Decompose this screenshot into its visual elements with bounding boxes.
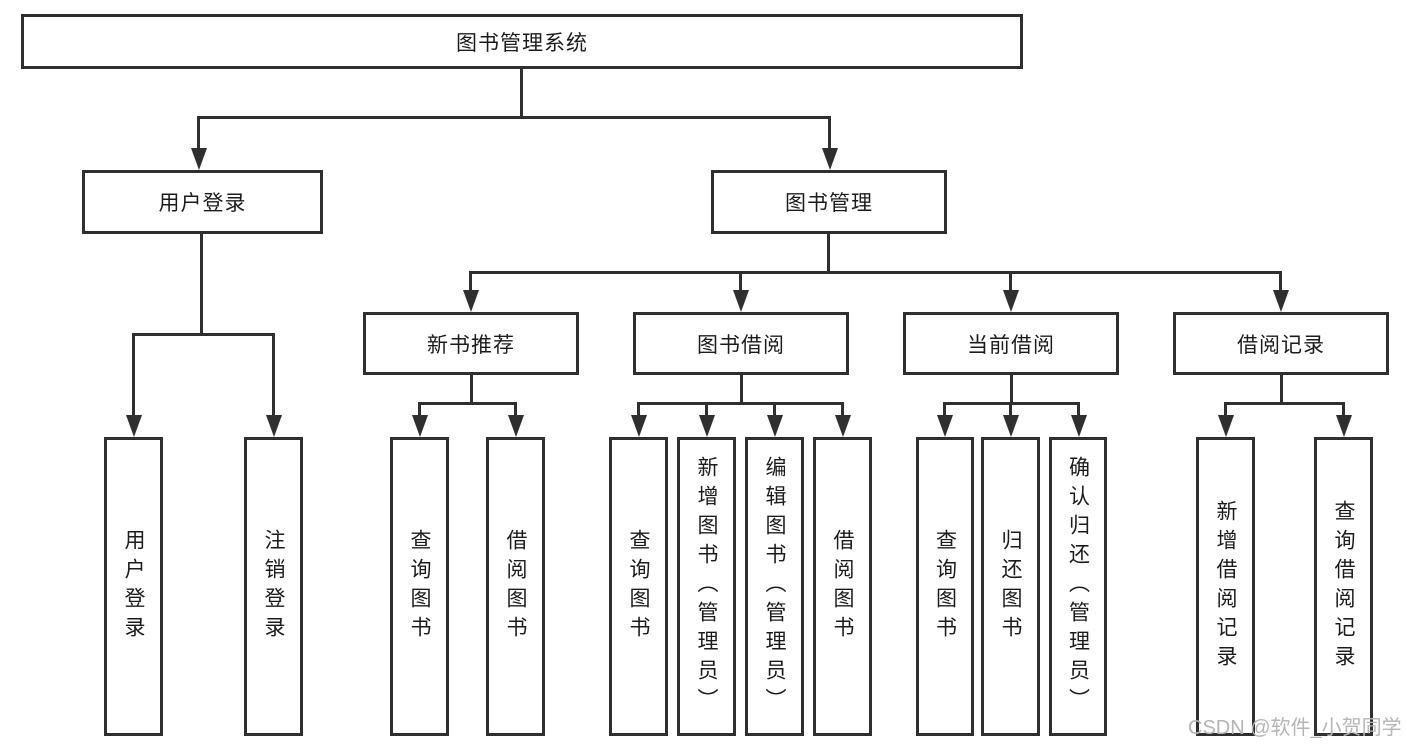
leaf-bb-borrow-books-label: 借阅图书 [831,528,854,645]
connector-drop-current-borrowing [1009,271,1012,290]
node-new-book-recommendation: 新书推荐 [363,312,579,375]
node-root: 图书管理系统 [21,14,1023,69]
leaf-cb-return-books: 归还图书 [981,437,1040,736]
arrowhead-bb-edit [767,415,783,437]
arrowhead-borrowing-records [1273,290,1289,312]
node-current-borrowing: 当前借阅 [903,312,1119,375]
leaf-bb-add-books-admin-label: 新增图书（管理员） [695,456,718,717]
leaf-user-login-label: 用户登录 [122,528,145,645]
connector-borrowing-records-stem [1280,375,1283,404]
connector-root-stem [520,69,523,118]
leaf-cb-return-books-label: 归还图书 [999,528,1022,645]
connector-root-rail [197,116,831,119]
leaf-logout: 注销登录 [244,437,303,736]
connector-book-borrowing-rail [637,402,844,405]
node-book-management: 图书管理 [711,170,947,234]
connector-drop-nb-query [418,402,421,415]
connector-drop-bb-add [705,402,708,415]
leaf-cb-query-books-label: 查询图书 [933,528,957,645]
arrowhead-br-query [1336,415,1352,437]
connector-book-borrowing-stem [740,375,743,404]
leaf-bb-edit-books-admin-label: 编辑图书（管理员） [763,456,786,717]
arrowhead-book-borrowing [733,290,749,312]
connector-drop-nb-borrow [514,402,517,415]
leaf-bb-query-books: 查询图书 [609,437,668,736]
arrowhead-current-borrowing [1003,290,1019,312]
arrowhead-bb-query [631,415,647,437]
connector-drop-leaf-login [132,333,135,415]
node-user-login: 用户登录 [82,170,323,234]
connector-drop-cb-confirm [1077,402,1080,415]
connector-drop-br-query [1342,402,1345,415]
leaf-nb-query-books-label: 查询图书 [408,528,431,645]
leaf-bb-add-books-admin: 新增图书（管理员） [677,437,736,736]
connector-drop-book-management [828,116,831,150]
leaf-br-add-record: 新增借阅记录 [1196,437,1255,736]
connector-drop-user-login [197,116,200,150]
connector-drop-bb-borrow [841,402,844,415]
leaf-nb-borrow-books-label: 借阅图书 [504,528,527,645]
arrowhead-book-management [822,148,838,170]
connector-current-borrowing-stem [1010,375,1013,404]
arrowhead-new-book [463,290,479,312]
connector-book-management-stem [827,234,830,274]
connector-drop-leaf-logout [272,333,275,415]
connector-drop-bb-edit [773,402,776,415]
connector-drop-new-book [469,271,472,290]
connector-drop-cb-query [943,402,946,415]
leaf-cb-confirm-return-admin-label: 确认归还（管理员） [1066,456,1090,717]
arrowhead-nb-query [412,415,428,437]
arrowhead-br-add [1218,415,1234,437]
arrowhead-cb-confirm [1071,415,1087,437]
connector-new-book-rail [418,402,517,405]
leaf-nb-query-books: 查询图书 [390,437,449,736]
connector-book-management-rail [469,271,1282,274]
leaf-br-query-record-label: 查询借阅记录 [1332,499,1355,674]
leaf-br-query-record: 查询借阅记录 [1314,437,1373,736]
connector-drop-book-borrowing [739,271,742,290]
csdn-watermark: CSDN @软件_小贺同学 [1188,717,1402,739]
node-book-management-label: 图书管理 [785,192,873,215]
arrowhead-nb-borrow [508,415,524,437]
leaf-cb-query-books: 查询图书 [916,437,974,736]
leaf-user-login: 用户登录 [104,437,163,736]
node-current-borrowing-label: 当前借阅 [967,333,1055,357]
node-book-borrowing: 图书借阅 [633,312,849,375]
leaf-nb-borrow-books: 借阅图书 [486,437,545,736]
connector-drop-bb-query [637,402,640,415]
connector-new-book-stem [470,375,473,404]
arrowhead-leaf-login [126,415,142,437]
arrowhead-bb-borrow [835,415,851,437]
connector-user-login-stem [200,234,203,335]
node-book-borrowing-label: 图书借阅 [697,333,785,357]
connector-user-login-rail [132,333,275,336]
arrowhead-bb-add [699,415,715,437]
node-borrowing-records-label: 借阅记录 [1237,333,1325,357]
node-root-label: 图书管理系统 [456,31,588,55]
node-new-book-recommendation-label: 新书推荐 [427,333,515,357]
arrowhead-leaf-logout [266,415,282,437]
arrowhead-user-login [191,148,207,170]
arrowhead-cb-return [1003,415,1019,437]
leaf-logout-label: 注销登录 [262,528,285,645]
arrowhead-cb-query [937,415,953,437]
node-borrowing-records: 借阅记录 [1173,312,1389,375]
connector-drop-borrowing-records [1279,271,1282,290]
connector-borrowing-records-rail [1224,402,1345,405]
leaf-bb-edit-books-admin: 编辑图书（管理员） [745,437,804,736]
leaf-br-add-record-label: 新增借阅记录 [1214,499,1237,674]
connector-drop-br-add [1224,402,1227,415]
node-user-login-label: 用户登录 [158,192,247,215]
leaf-cb-confirm-return-admin: 确认归还（管理员） [1049,437,1107,736]
leaf-bb-borrow-books: 借阅图书 [813,437,872,736]
connector-drop-cb-return [1009,402,1012,415]
leaf-bb-query-books-label: 查询图书 [627,528,650,645]
